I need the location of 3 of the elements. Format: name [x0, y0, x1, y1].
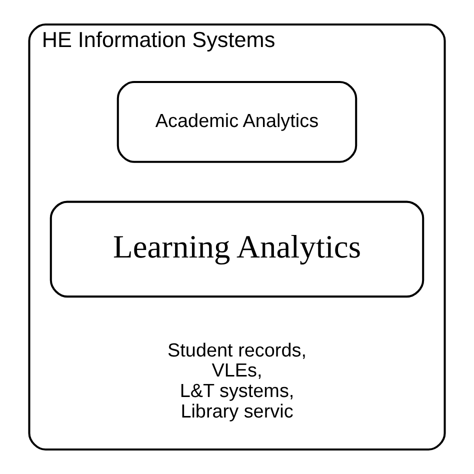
label: Student records, VLEs, L&T systems, Library servic [168, 340, 306, 422]
node-box: Academic Analytics [116, 81, 358, 163]
node-box: Learning Analytics [50, 200, 424, 298]
